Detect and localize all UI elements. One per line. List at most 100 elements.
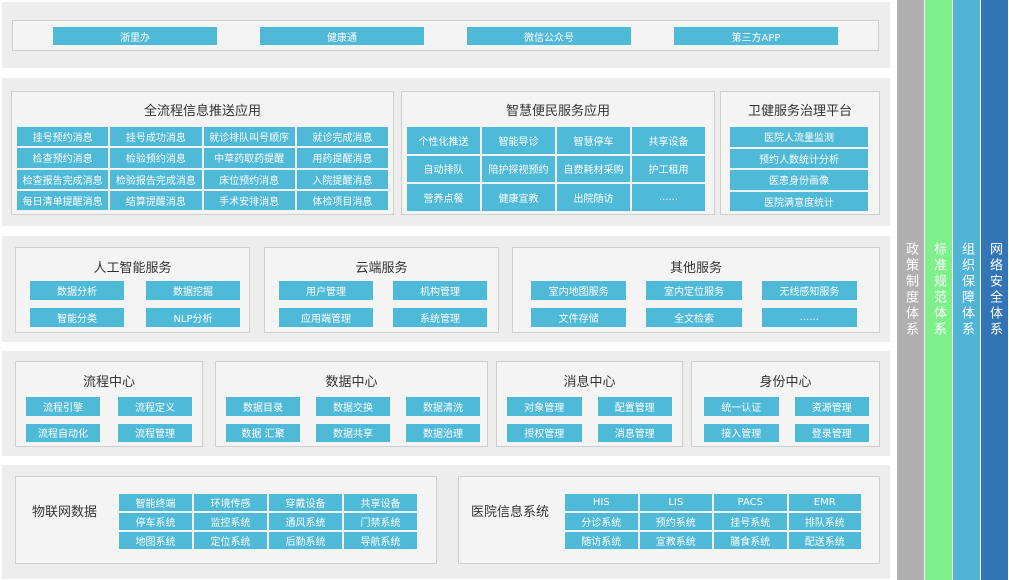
process-center-item[interactable]: 流程定义 xyxy=(118,397,192,416)
cloud-service-item[interactable]: 应用端管理 xyxy=(279,308,373,327)
push-item[interactable]: 检查预约消息 xyxy=(17,148,109,168)
message-center-item[interactable]: 配置管理 xyxy=(597,397,672,416)
hospital-system-item[interactable]: HIS xyxy=(565,494,638,511)
iot-data-item[interactable]: 共享设备 xyxy=(344,494,417,511)
process-center-item[interactable]: 流程管理 xyxy=(118,423,192,442)
process-center-item[interactable]: 流程自动化 xyxy=(26,423,100,442)
iot-data-item[interactable]: 通风系统 xyxy=(269,513,342,530)
other-service-item[interactable]: 全文检索 xyxy=(646,308,742,327)
hospital-system-item[interactable]: 随访系统 xyxy=(565,532,638,549)
data-center-box: 数据中心 数据目录数据交换数据清洗数据 汇聚数据共享数据治理 xyxy=(215,361,488,447)
push-item[interactable]: 每日清单提醒消息 xyxy=(17,190,109,210)
cloud-service-item[interactable]: 机构管理 xyxy=(393,281,487,300)
iot-data-item[interactable]: 停车系统 xyxy=(119,513,192,530)
push-item[interactable]: 就诊完成消息 xyxy=(296,127,388,147)
governance-item[interactable]: 医院满意度统计 xyxy=(730,191,868,211)
application-band: 全流程信息推送应用 挂号预约消息挂号成功消息就诊排队叫号顺序就诊完成消息检查预约… xyxy=(2,78,890,226)
iot-data-item[interactable]: 监控系统 xyxy=(194,513,267,530)
channel-third-party-app-button[interactable]: 第三方APP xyxy=(674,27,838,45)
convenience-item[interactable]: 共享设备 xyxy=(632,127,705,154)
hospital-system-item[interactable]: 排队系统 xyxy=(788,513,861,530)
identity-center-item[interactable]: 统一认证 xyxy=(704,397,779,416)
data-center-item[interactable]: 数据 汇聚 xyxy=(226,423,300,442)
ai-service-item[interactable]: 数据挖掘 xyxy=(146,281,240,300)
convenience-item[interactable]: 陪护探视预约 xyxy=(482,155,555,183)
iot-data-item[interactable]: 门禁系统 xyxy=(344,513,417,530)
iot-data-item[interactable]: 导航系统 xyxy=(344,532,417,549)
hospital-system-item[interactable]: LIS xyxy=(639,494,712,511)
data-center-item[interactable]: 数据治理 xyxy=(406,423,480,442)
push-item[interactable]: 手术安排消息 xyxy=(203,190,295,210)
other-service-item[interactable]: ...... xyxy=(761,308,857,327)
iot-data-item[interactable]: 定位系统 xyxy=(194,532,267,549)
hospital-system-item[interactable]: 分诊系统 xyxy=(565,513,638,530)
hospital-system-item[interactable]: 膳食系统 xyxy=(714,532,787,549)
message-center-item[interactable]: 对象管理 xyxy=(507,397,582,416)
convenience-item[interactable]: 自动排队 xyxy=(407,155,480,183)
other-service-item[interactable]: 室内定位服务 xyxy=(646,281,742,300)
ai-service-item[interactable]: NLP分析 xyxy=(146,308,240,327)
iot-data-item[interactable]: 环境传感 xyxy=(194,494,267,511)
convenience-item[interactable]: 营养点餐 xyxy=(407,184,480,211)
push-item[interactable]: 挂号成功消息 xyxy=(110,127,202,147)
identity-center-item[interactable]: 资源管理 xyxy=(794,397,869,416)
convenience-item[interactable]: 智能导诊 xyxy=(482,127,555,154)
convenience-item[interactable]: 健康宣教 xyxy=(482,184,555,211)
data-center-item[interactable]: 数据目录 xyxy=(226,397,300,416)
push-item[interactable]: 检验报告完成消息 xyxy=(110,169,202,189)
data-center-item[interactable]: 数据清洗 xyxy=(406,397,480,416)
push-item[interactable]: 体检项目消息 xyxy=(296,190,388,210)
hospital-system-item[interactable]: 配送系统 xyxy=(788,532,861,549)
identity-center-item[interactable]: 接入管理 xyxy=(704,423,779,442)
message-center-item[interactable]: 消息管理 xyxy=(597,423,672,442)
ai-service-item[interactable]: 智能分类 xyxy=(30,308,124,327)
hospital-system-item[interactable]: 预约系统 xyxy=(639,513,712,530)
hospital-system-item[interactable]: PACS xyxy=(714,494,787,511)
iot-data-item[interactable]: 地图系统 xyxy=(119,532,192,549)
other-service-item[interactable]: 无线感知服务 xyxy=(761,281,857,300)
governance-item[interactable]: 医院人流量监测 xyxy=(730,127,868,147)
convenience-item[interactable]: ...... xyxy=(632,184,705,211)
cloud-service-item[interactable]: 用户管理 xyxy=(279,281,373,300)
channel-zheliban-button[interactable]: 浙里办 xyxy=(53,27,217,45)
cloud-service-item[interactable]: 系统管理 xyxy=(393,308,487,327)
other-service-item[interactable]: 文件存储 xyxy=(531,308,627,327)
convenience-item[interactable]: 智慧停车 xyxy=(557,127,630,154)
push-item[interactable]: 挂号预约消息 xyxy=(17,127,109,147)
convenience-item[interactable]: 出院随访 xyxy=(557,184,630,211)
data-center-item[interactable]: 数据共享 xyxy=(316,423,390,442)
iot-data-item[interactable]: 穿戴设备 xyxy=(269,494,342,511)
hospital-system-item[interactable]: 挂号系统 xyxy=(714,513,787,530)
convenience-item[interactable]: 个性化推送 xyxy=(407,127,480,154)
iot-data-item[interactable]: 后勤系统 xyxy=(269,532,342,549)
message-center-item[interactable]: 授权管理 xyxy=(507,423,582,442)
identity-center-item[interactable]: 登录管理 xyxy=(794,423,869,442)
push-item[interactable]: 床位预约消息 xyxy=(203,169,295,189)
process-center-item[interactable]: 流程引擎 xyxy=(26,397,100,416)
other-service-box: 其他服务 室内地图服务室内定位服务无线感知服务文件存储全文检索...... xyxy=(512,247,880,333)
convenience-item[interactable]: 自费耗材采购 xyxy=(557,155,630,183)
ai-service-item[interactable]: 数据分析 xyxy=(30,281,124,300)
data-source-band: 物联网数据 智能终端环境传感穿戴设备共享设备停车系统监控系统通风系统门禁系统地图… xyxy=(2,465,890,579)
governance-item[interactable]: 预约人数统计分析 xyxy=(730,148,868,168)
hospital-system-item[interactable]: 宣教系统 xyxy=(639,532,712,549)
push-item[interactable]: 检验预约消息 xyxy=(110,148,202,168)
pillar-network-security-label: 网络安全体系 xyxy=(987,242,1002,338)
push-item[interactable]: 入院提醒消息 xyxy=(296,169,388,189)
channel-jiankangtong-button[interactable]: 健康通 xyxy=(260,27,424,45)
iot-data-item[interactable]: 智能终端 xyxy=(119,494,192,511)
push-item[interactable]: 结算提醒消息 xyxy=(110,190,202,210)
push-item[interactable]: 检查报告完成消息 xyxy=(17,169,109,189)
channel-wechat-button[interactable]: 微信公众号 xyxy=(467,27,631,45)
hospital-system-item[interactable]: EMR xyxy=(788,494,861,511)
push-item[interactable]: 就诊排队叫号顺序 xyxy=(203,127,295,147)
governance-item[interactable]: 医患身份画像 xyxy=(730,170,868,190)
other-service-item[interactable]: 室内地图服务 xyxy=(531,281,627,300)
push-item[interactable]: 用药提醒消息 xyxy=(296,148,388,168)
push-item[interactable]: 中草药取药提醒 xyxy=(203,148,295,168)
other-service-grid: 室内地图服务室内定位服务无线感知服务文件存储全文检索...... xyxy=(531,281,857,327)
convenience-item[interactable]: 护工租用 xyxy=(632,155,705,183)
data-center-item[interactable]: 数据交换 xyxy=(316,397,390,416)
